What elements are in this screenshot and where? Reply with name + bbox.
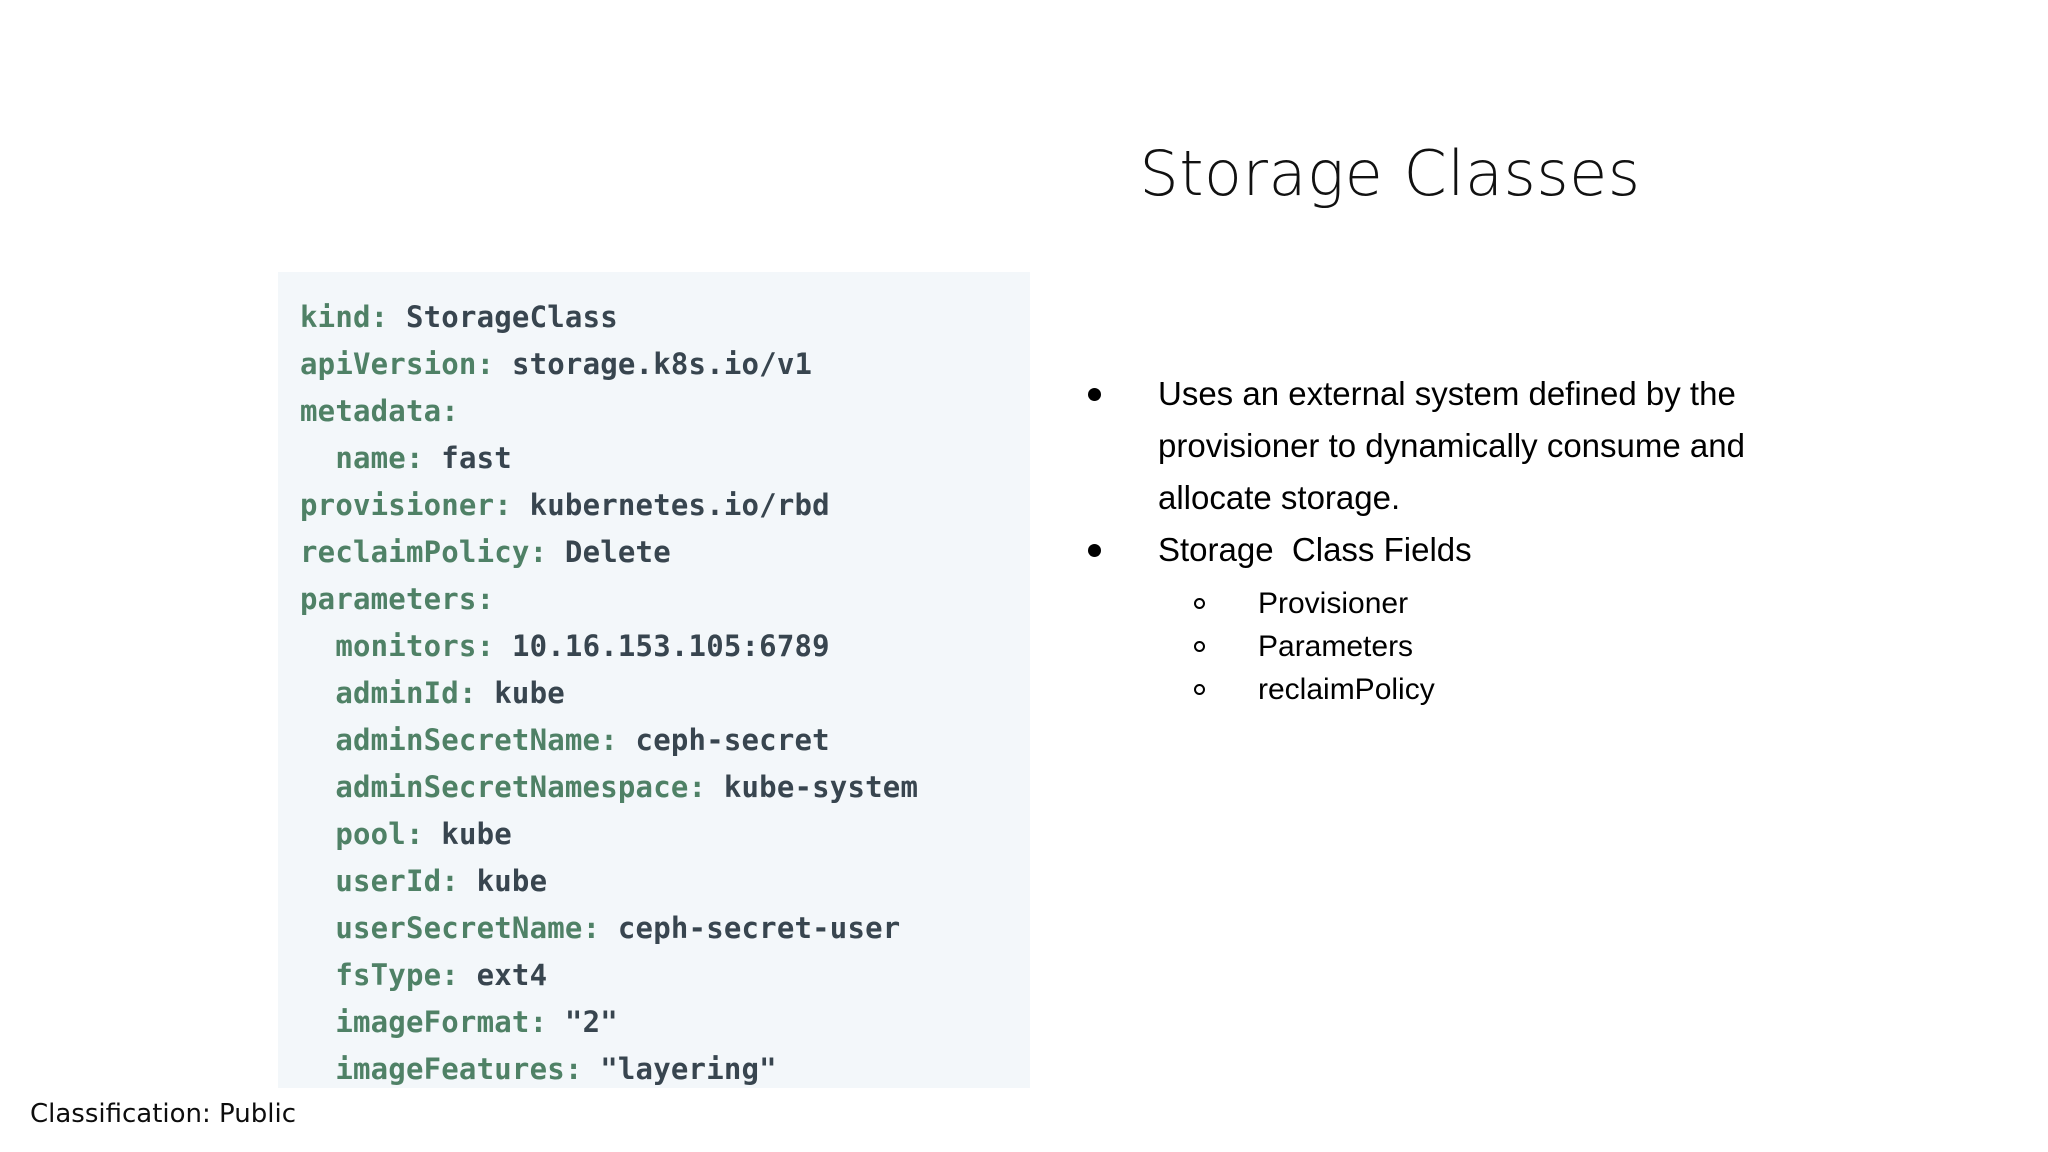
- code-line: userId: kube: [300, 858, 1030, 905]
- code-value: kube-system: [706, 770, 919, 804]
- bullet-list: Uses an external system defined by the p…: [1082, 368, 1802, 711]
- code-line: userSecretName: ceph-secret-user: [300, 905, 1030, 952]
- page-title: Storage Classes: [1139, 137, 1641, 210]
- bullet-item: Uses an external system defined by the p…: [1082, 368, 1798, 524]
- sub-bullet-text: Parameters: [1258, 630, 1414, 663]
- code-key: adminSecretNamespace: [300, 770, 689, 804]
- code-colon: :: [441, 864, 459, 898]
- bullet-disc-icon: [1088, 524, 1104, 576]
- code-key: userId: [300, 864, 442, 898]
- code-line: metadata:: [300, 388, 1030, 435]
- code-line: kind: StorageClass: [300, 294, 1030, 341]
- code-key: parameters: [300, 582, 477, 616]
- code-line: parameters:: [300, 576, 1030, 623]
- code-key: kind: [300, 300, 371, 334]
- code-colon: :: [458, 676, 477, 710]
- code-value: StorageClass: [388, 300, 618, 334]
- code-line: adminSecretNamespace: kube-system: [300, 764, 1030, 811]
- bullet-disc-icon: [1088, 368, 1104, 420]
- code-key: name: [300, 441, 406, 475]
- code-colon: :: [476, 629, 495, 663]
- code-value: kube: [423, 817, 512, 851]
- code-colon: :: [476, 582, 495, 616]
- code-colon: :: [476, 347, 495, 381]
- code-value: storage.k8s.io/v1: [494, 347, 813, 381]
- footer-classification: Classification: Public: [30, 1099, 297, 1129]
- code-value: ceph-secret: [617, 723, 830, 757]
- sub-bullet-item: Parameters: [1082, 625, 1802, 668]
- code-value: fast: [423, 441, 512, 475]
- code-colon: :: [600, 723, 618, 757]
- code-line: imageFormat: "2": [300, 999, 1030, 1046]
- bullet-item: Storage Class Fields: [1082, 524, 1798, 576]
- code-value: Delete: [547, 535, 671, 569]
- bullet-circle-icon: [1194, 625, 1205, 668]
- code-line: provisioner: kubernetes.io/rbd: [300, 482, 1030, 529]
- code-key: reclaimPolicy: [300, 535, 530, 569]
- code-key: userSecretName: [300, 911, 583, 945]
- code-colon: :: [688, 770, 707, 804]
- code-value: kube: [476, 676, 565, 710]
- sub-bullet-text: Provisioner: [1258, 587, 1409, 620]
- code-line: monitors: 10.16.153.105:6789: [300, 623, 1030, 670]
- code-value: kube: [458, 864, 548, 898]
- bullet-text: Storage Class Fields: [1158, 531, 1472, 568]
- code-colon: :: [529, 535, 548, 569]
- code-value: "2": [547, 1005, 618, 1039]
- code-key: monitors: [300, 629, 477, 663]
- code-key: metadata: [300, 394, 442, 428]
- code-colon: :: [529, 1005, 548, 1039]
- sub-bullet-item: reclaimPolicy: [1082, 668, 1802, 711]
- code-line: apiVersion: storage.k8s.io/v1: [300, 341, 1030, 388]
- code-value: "layering": [582, 1052, 777, 1086]
- code-value: 10.16.153.105:6789: [494, 629, 830, 663]
- code-key: pool: [300, 817, 406, 851]
- code-key: adminSecretName: [300, 723, 601, 757]
- code-colon: :: [405, 817, 424, 851]
- code-key: provisioner: [300, 488, 495, 522]
- code-colon: :: [494, 488, 512, 522]
- code-key: imageFeatures: [300, 1052, 565, 1086]
- bullet-circle-icon: [1194, 668, 1205, 711]
- code-colon: :: [405, 441, 424, 475]
- code-value: kubernetes.io/rbd: [511, 488, 830, 522]
- code-key: fsType: [300, 958, 442, 992]
- code-line: reclaimPolicy: Delete: [300, 529, 1030, 576]
- bullet-circle-icon: [1194, 582, 1205, 625]
- code-line: pool: kube: [300, 811, 1030, 858]
- code-colon: :: [370, 300, 389, 334]
- code-colon: :: [564, 1052, 583, 1086]
- code-colon: :: [441, 958, 459, 992]
- bullet-text: Uses an external system defined by the p…: [1158, 375, 1764, 516]
- code-key: imageFormat: [300, 1005, 530, 1039]
- sub-bullet-item: Provisioner: [1082, 582, 1802, 625]
- sub-bullet-text: reclaimPolicy: [1258, 673, 1435, 706]
- code-line: adminId: kube: [300, 670, 1030, 717]
- code-colon: :: [441, 394, 459, 428]
- code-colon: :: [582, 911, 601, 945]
- code-line: fsType: ext4: [300, 952, 1030, 999]
- code-key: apiVersion: [300, 347, 477, 381]
- code-key: adminId: [300, 676, 459, 710]
- code-line: name: fast: [300, 435, 1030, 482]
- code-line: imageFeatures: "layering": [300, 1046, 1030, 1088]
- code-line: adminSecretName: ceph-secret: [300, 717, 1030, 764]
- code-value: ceph-secret-user: [600, 911, 901, 945]
- code-value: ext4: [458, 958, 548, 992]
